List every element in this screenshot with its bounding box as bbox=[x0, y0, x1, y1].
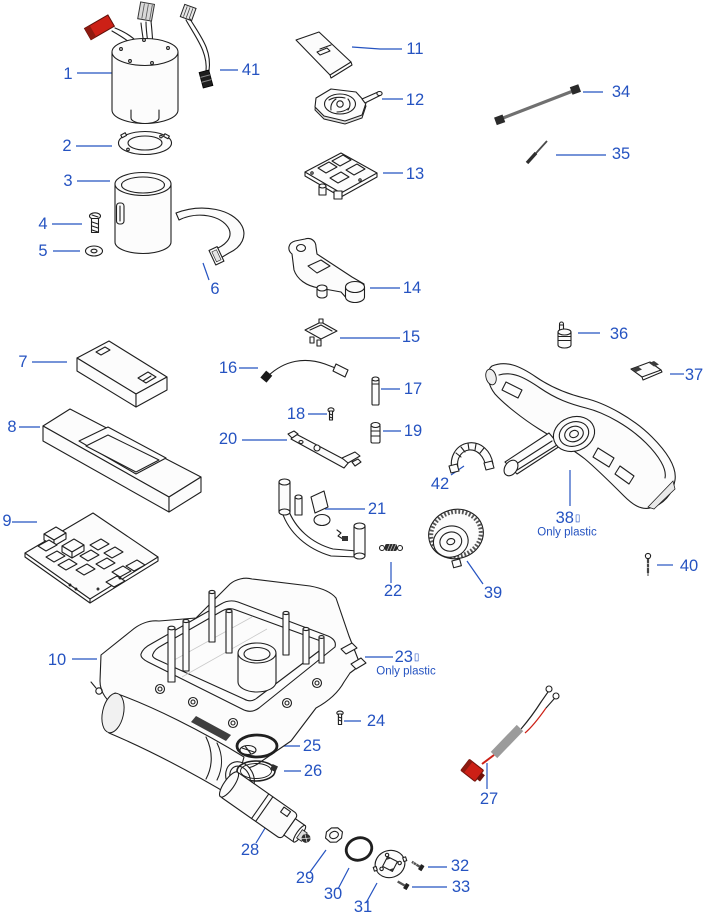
part-label-4: 4 bbox=[38, 214, 48, 233]
part-40-screw bbox=[644, 552, 652, 576]
part-label-20: 20 bbox=[218, 429, 238, 448]
part-7-cover bbox=[76, 340, 168, 408]
part-20-bar bbox=[287, 430, 362, 469]
leader-line-39 bbox=[466, 560, 484, 585]
part-22-spring bbox=[378, 543, 404, 552]
part-label-15: 15 bbox=[401, 327, 421, 346]
part-label-41: 41 bbox=[241, 60, 261, 79]
part-label-22: 22 bbox=[383, 581, 403, 600]
part-25-oring bbox=[235, 733, 279, 759]
part-label-33: 33 bbox=[451, 877, 471, 896]
part-42-saddle bbox=[448, 442, 495, 474]
part-38-arm-assembly bbox=[485, 363, 676, 510]
part-label-27: 27 bbox=[479, 789, 499, 808]
part-10-base-housing bbox=[90, 577, 367, 798]
part-39-knob bbox=[428, 508, 484, 569]
part-18-screw bbox=[327, 407, 335, 421]
part-31-end-cap bbox=[372, 849, 408, 879]
part-label-36: 36 bbox=[609, 324, 629, 343]
part-label-35: 35 bbox=[611, 144, 631, 163]
part-34-rod bbox=[494, 84, 582, 126]
part-6-strap bbox=[175, 207, 245, 266]
part-32-screw bbox=[411, 860, 425, 872]
part-label-38: 38▯ bbox=[555, 508, 581, 527]
part-label-14: 14 bbox=[402, 278, 422, 297]
part-label-2: 2 bbox=[62, 136, 72, 155]
part-14-bracket bbox=[288, 237, 366, 304]
part-label-12: 12 bbox=[405, 90, 425, 109]
part-19-sleeve bbox=[370, 421, 381, 444]
part-label-40: 40 bbox=[679, 556, 699, 575]
part-30-oring bbox=[344, 836, 374, 862]
leader-line-6 bbox=[202, 262, 210, 281]
leader-line-11 bbox=[351, 46, 402, 50]
part-note-38: Only plastic bbox=[537, 526, 597, 539]
part-label-29: 29 bbox=[295, 868, 315, 887]
part-28-pump-cylinder bbox=[218, 771, 311, 843]
leader-line-31 bbox=[365, 882, 378, 904]
part-label-17: 17 bbox=[403, 379, 423, 398]
part-label-31: 31 bbox=[353, 897, 373, 916]
part-label-24: 24 bbox=[366, 711, 386, 730]
part-label-6: 6 bbox=[210, 279, 220, 298]
part-label-3: 3 bbox=[63, 171, 73, 190]
part-17-pin bbox=[371, 376, 380, 406]
part-35-pin bbox=[525, 140, 548, 165]
part-label-37: 37 bbox=[684, 365, 704, 384]
part-1-motor bbox=[83, 1, 179, 125]
part-4-screw bbox=[88, 212, 102, 234]
part-label-8: 8 bbox=[7, 417, 17, 436]
part-label-9: 9 bbox=[2, 511, 12, 530]
leader-line-29 bbox=[309, 849, 327, 873]
part-label-10: 10 bbox=[47, 650, 67, 669]
leader-lines bbox=[12, 46, 684, 904]
part-27-sensor-cable bbox=[460, 685, 560, 782]
part-label-26: 26 bbox=[303, 761, 323, 780]
part-label-13: 13 bbox=[405, 164, 425, 183]
part-2-gasket bbox=[117, 130, 173, 156]
part-label-16: 16 bbox=[218, 358, 238, 377]
part-9-main-pcb bbox=[24, 512, 159, 604]
part-21-valve-frame bbox=[278, 478, 366, 560]
part-label-11: 11 bbox=[406, 39, 424, 58]
part-11-sheet bbox=[295, 31, 353, 79]
part-15-clip bbox=[304, 318, 338, 347]
part-label-39: 39 bbox=[483, 583, 503, 602]
part-8-tray bbox=[42, 408, 202, 513]
part-label-25: 25 bbox=[302, 736, 322, 755]
part-label-30: 30 bbox=[323, 884, 343, 903]
part-36-valve bbox=[557, 321, 572, 349]
part-label-23: 23▯ bbox=[394, 647, 420, 666]
missing-glyph: ▯ bbox=[574, 512, 581, 524]
part-24-screw bbox=[336, 710, 344, 726]
part-26-ring bbox=[236, 760, 278, 782]
part-label-19: 19 bbox=[403, 421, 423, 440]
part-label-1: 1 bbox=[63, 64, 73, 83]
part-label-28: 28 bbox=[240, 840, 260, 859]
part-label-42: 42 bbox=[430, 474, 450, 493]
part-label-7: 7 bbox=[18, 352, 28, 371]
leader-line-30 bbox=[337, 867, 350, 890]
part-label-5: 5 bbox=[38, 241, 48, 260]
part-5-washer bbox=[84, 245, 104, 257]
part-note-23: Only plastic bbox=[376, 665, 436, 678]
part-label-18: 18 bbox=[286, 404, 306, 423]
part-29-gasket bbox=[324, 827, 344, 843]
missing-glyph: ▯ bbox=[413, 651, 420, 663]
part-label-21: 21 bbox=[367, 499, 387, 518]
part-33-screw bbox=[397, 880, 410, 890]
part-3-housing bbox=[114, 171, 172, 255]
part-16-sensor-wire bbox=[260, 359, 349, 383]
part-label-32: 32 bbox=[450, 856, 470, 875]
part-37-contact-plate bbox=[630, 361, 663, 381]
part-label-34: 34 bbox=[611, 82, 631, 101]
part-13-control-board bbox=[304, 152, 378, 200]
part-12-fan bbox=[314, 88, 383, 125]
part-41-cable bbox=[179, 3, 214, 89]
